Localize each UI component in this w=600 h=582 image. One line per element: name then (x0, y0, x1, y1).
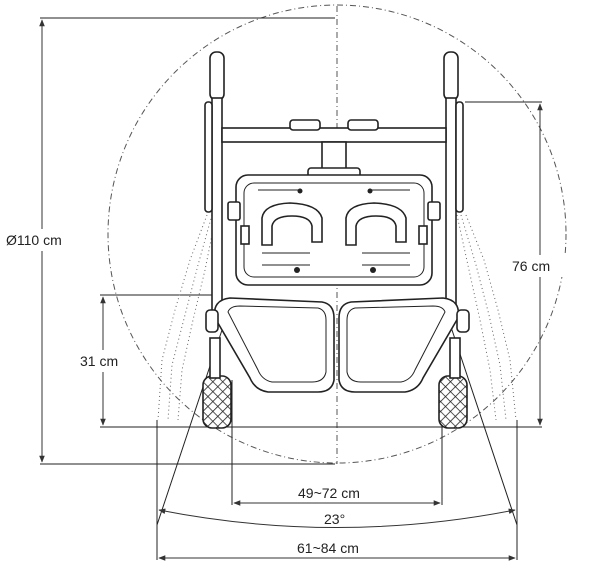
inner-width-label: 49~72 cm (298, 485, 360, 501)
right-seat (338, 297, 460, 393)
handle-height-label: 76 cm (512, 258, 550, 274)
right-frame-post (445, 97, 457, 319)
extension-lines (40, 17, 542, 560)
right-rear-wheel (455, 101, 464, 213)
center-post (321, 141, 347, 173)
left-caster-wheel (202, 375, 232, 429)
turning-circle (107, 4, 567, 464)
left-seat (213, 297, 335, 393)
right-back-pad (345, 202, 407, 246)
left-frame-post (211, 97, 223, 319)
left-rear-wheel (204, 101, 213, 213)
right-caster-wheel (438, 375, 468, 429)
backrest-panel (235, 174, 433, 286)
top-crossbar (221, 127, 447, 143)
dimension-lines (39, 19, 543, 561)
swing-zones (157, 214, 517, 421)
seat-height-label: 31 cm (80, 353, 118, 369)
left-back-pad (261, 202, 323, 246)
left-handle (209, 51, 225, 101)
wheelchair-drawing (202, 51, 470, 429)
right-handle (443, 51, 459, 101)
outer-width-label: 61~84 cm (297, 540, 359, 556)
angle-label: 23° (324, 511, 345, 527)
diameter-label: Ø110 cm (6, 232, 62, 248)
